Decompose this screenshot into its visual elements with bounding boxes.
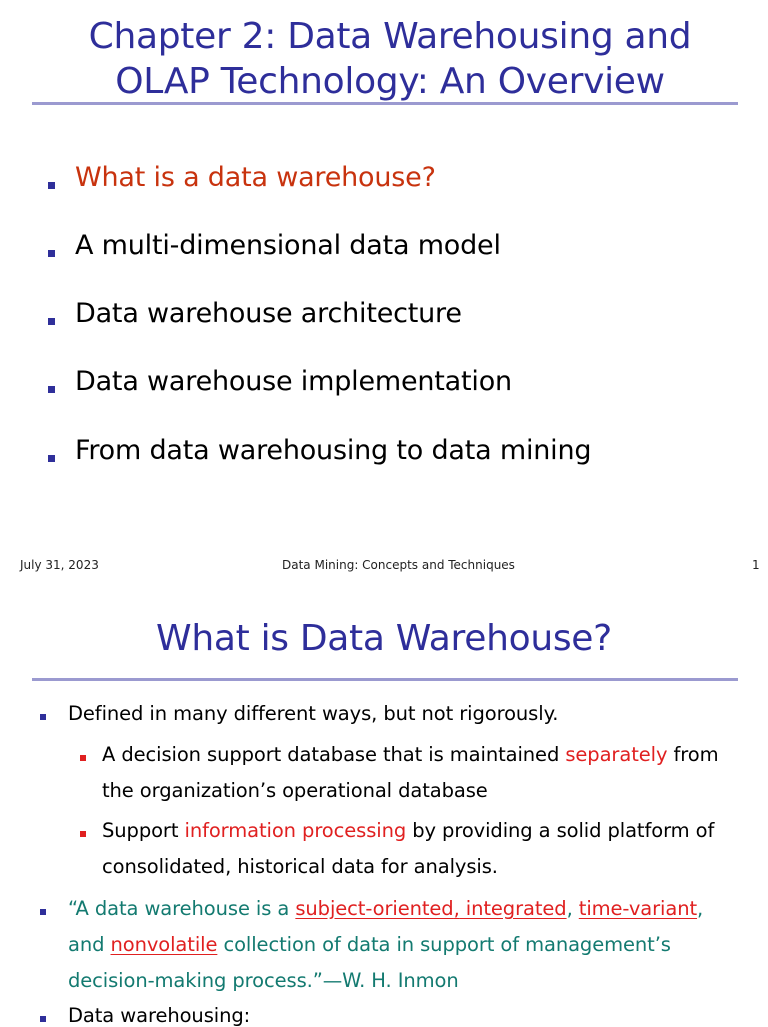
quote-text: , <box>697 897 704 920</box>
sub-point-1-text: from <box>667 743 719 766</box>
slide-title-line-2: OLAP Technology: An Overview <box>115 61 665 102</box>
point-data-warehousing: Data warehousing: <box>68 1004 251 1027</box>
keyword-subject-oriented: subject-oriented <box>295 897 454 920</box>
bullet-icon <box>48 250 55 257</box>
outline-item-4: Data warehouse implementation <box>75 366 512 397</box>
bullet-icon <box>48 318 55 325</box>
sub-point-1-line-2: the organization’s operational database <box>102 779 488 802</box>
sub-point-1-text: A decision support database that is main… <box>102 743 566 766</box>
inmon-quote-line-3: decision-making process.”—W. H. Inmon <box>68 969 459 992</box>
slide-title-line-1: Chapter 2: Data Warehousing and <box>88 16 692 57</box>
inmon-quote-line-1: “A data warehouse is a subject-oriented,… <box>68 897 703 920</box>
footer-title: Data Mining: Concepts and Techniques <box>282 558 515 572</box>
slide-1: Chapter 2: Data Warehousing and OLAP Tec… <box>20 16 760 572</box>
slide-title: What is Data Warehouse? <box>156 618 612 659</box>
bullet-icon <box>48 455 55 462</box>
keyword-information-processing: information processing <box>184 819 407 842</box>
keyword-time-variant: time-variant <box>578 897 698 920</box>
footer-date: July 31, 2023 <box>20 558 99 572</box>
sub-bullet-icon <box>80 831 86 837</box>
bullet-icon <box>48 386 55 393</box>
sub-bullet-icon <box>80 755 86 761</box>
bullet-icon <box>48 182 55 189</box>
sub-point-2-text: Support <box>102 819 185 842</box>
outline-item-5: From data warehousing to data mining <box>75 435 592 466</box>
keyword-separately: separately <box>565 743 668 766</box>
keyword-integrated: integrated <box>459 897 567 920</box>
title-rule <box>32 678 738 681</box>
quote-text: “A data warehouse is a <box>68 897 296 920</box>
quote-text: and <box>68 933 111 956</box>
sub-point-2-line-2: consolidated, historical data for analys… <box>102 855 498 878</box>
bullet-icon <box>40 1016 46 1022</box>
inmon-quote-line-2: and nonvolatile collection of data in su… <box>68 933 671 956</box>
sub-point-1: A decision support database that is main… <box>102 743 719 766</box>
quote-comma: , <box>453 897 460 920</box>
point-defined: Defined in many different ways, but not … <box>68 702 559 725</box>
slide-2: What is Data Warehouse? Defined in many … <box>0 580 768 1027</box>
outline-item-2: A multi-dimensional data model <box>75 230 501 261</box>
quote-text: collection of data in support of managem… <box>217 933 671 956</box>
page-number: 1 <box>752 558 760 572</box>
sub-point-2-text: by providing a solid platform of <box>406 819 715 842</box>
title-rule <box>32 102 738 105</box>
bullet-icon <box>40 909 46 915</box>
outline-item-3: Data warehouse architecture <box>75 298 462 329</box>
bullet-icon <box>40 714 46 720</box>
quote-text: , <box>566 897 579 920</box>
keyword-nonvolatile: nonvolatile <box>110 933 218 956</box>
outline-item-1: What is a data warehouse? <box>75 162 436 193</box>
sub-point-2: Support information processing by provid… <box>102 819 714 842</box>
